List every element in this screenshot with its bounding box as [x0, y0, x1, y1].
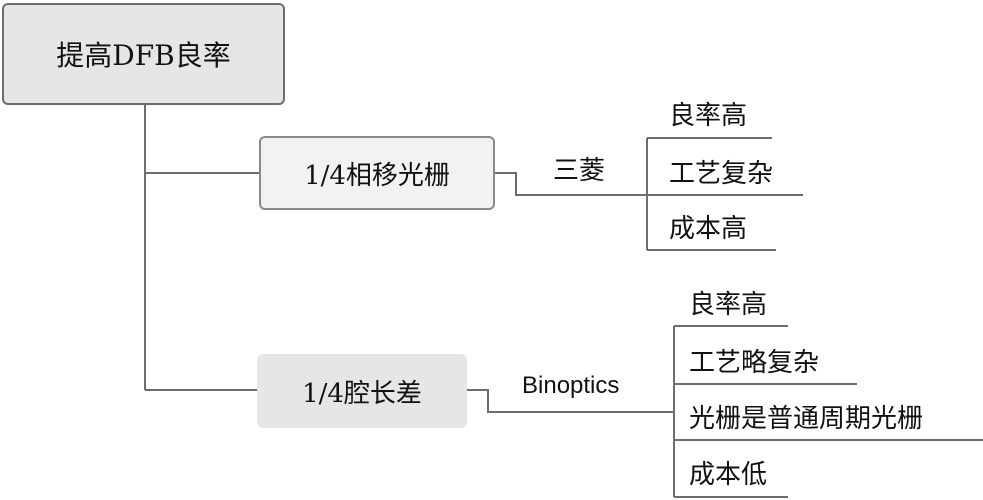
root-node: 提高DFB良率	[2, 3, 285, 105]
source-label-mitsubishi: 三菱	[553, 156, 606, 186]
leaf-item: 光栅是普通周期光栅	[689, 404, 924, 434]
branch-node-label: 1/4腔长差	[302, 378, 422, 409]
leaf-item: 工艺复杂	[669, 159, 774, 189]
leaf-item: 良率高	[689, 290, 768, 320]
leaf-item: 良率高	[669, 101, 748, 131]
branch-node-cavity-diff: 1/4腔长差	[257, 354, 467, 428]
branch1-to-source-line	[495, 172, 647, 196]
leaf-item: 成本高	[669, 214, 748, 244]
branch2-to-source-line	[467, 389, 674, 413]
branch-node-label: 1/4相移光栅	[304, 160, 450, 191]
leaf-item: 工艺略复杂	[689, 348, 820, 378]
branch-node-phase-shift: 1/4相移光栅	[259, 136, 495, 210]
source-label-binoptics: Binoptics	[522, 372, 620, 399]
leaf-item: 成本低	[689, 460, 768, 490]
root-node-label: 提高DFB良率	[56, 39, 231, 72]
